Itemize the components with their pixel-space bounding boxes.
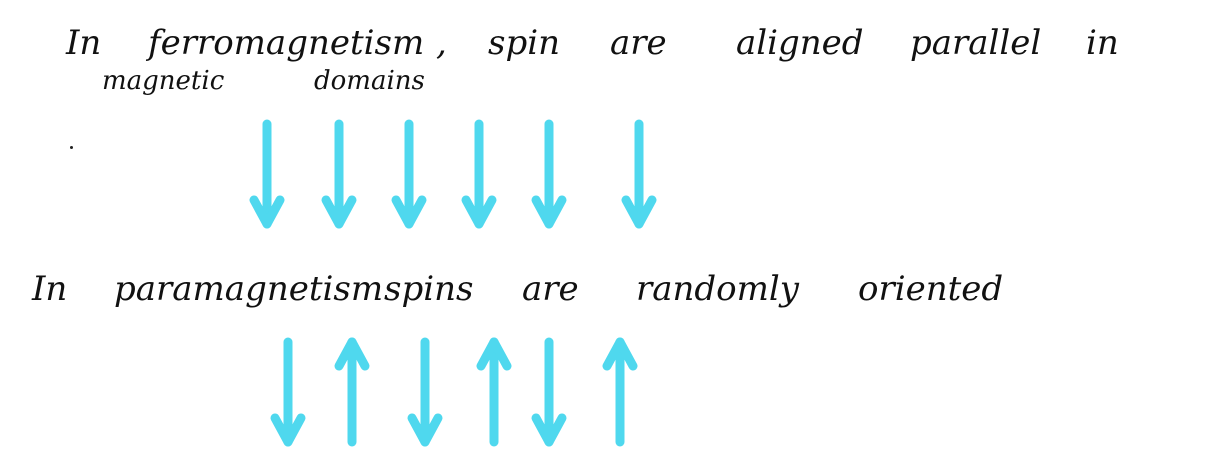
stray-dot	[70, 146, 73, 149]
line3-word-are: are	[522, 269, 579, 309]
line3-word-in: In	[32, 269, 68, 309]
ferro-spin-arrow-down	[249, 119, 285, 229]
line3-word-paramagnetism: paramagnetism	[114, 269, 384, 309]
line1-word-in: In	[66, 23, 102, 63]
ferro-spin-arrow-down	[531, 119, 567, 229]
ferro-spin-arrow-down	[321, 119, 357, 229]
line3-word-randomly: randomly	[636, 269, 799, 309]
ferro-spin-arrow-down	[391, 119, 427, 229]
line1-word-spin: spin	[488, 23, 560, 63]
line1-word-aligned: aligned	[736, 23, 864, 63]
para-spin-arrow-down	[407, 337, 443, 447]
line3-word-spins: spins	[384, 269, 474, 309]
para-spin-arrow-up	[476, 337, 512, 447]
line1-word-in-2: in	[1086, 23, 1119, 63]
ferro-spin-arrow-down	[621, 119, 657, 229]
line1-word-ferromagnetism: ferromagnetism	[148, 23, 425, 63]
para-spin-arrow-up	[602, 337, 638, 447]
line1-word-are: are	[610, 23, 667, 63]
line3-word-oriented: oriented	[858, 269, 1004, 309]
para-spin-arrow-down	[270, 337, 306, 447]
line1-word-parallel: parallel	[910, 23, 1042, 63]
ferro-spin-arrow-down	[461, 119, 497, 229]
line2-word-domains: domains	[314, 66, 425, 96]
para-spin-arrow-up	[334, 337, 370, 447]
para-spin-arrow-down	[531, 337, 567, 447]
line1-comma: ,	[436, 23, 447, 63]
line2-word-magnetic: magnetic	[102, 66, 225, 96]
